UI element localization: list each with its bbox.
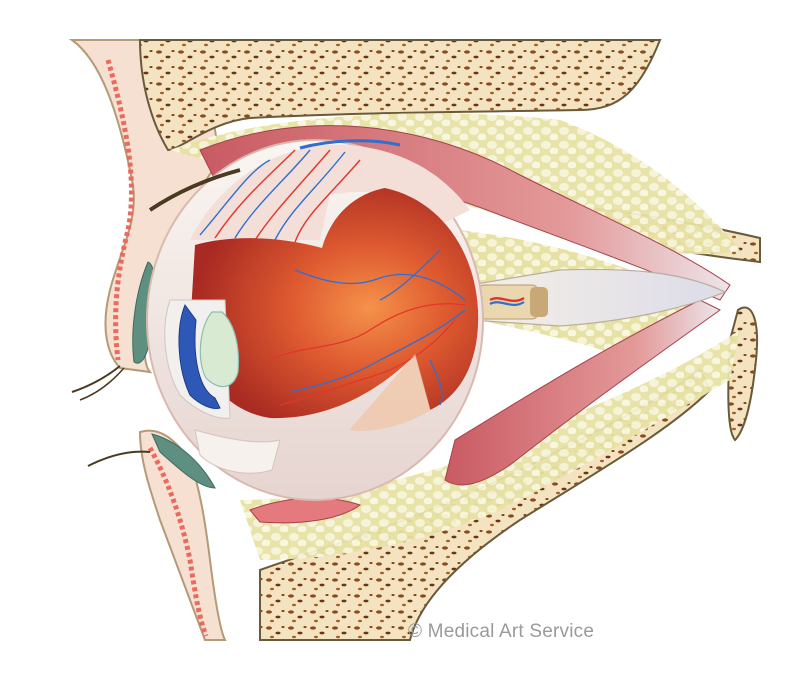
retina-interior xyxy=(190,188,479,419)
lens xyxy=(199,311,240,388)
iris xyxy=(178,303,221,409)
retinal-vessels xyxy=(269,249,466,406)
eyeball xyxy=(146,139,484,501)
copyright-watermark: © Medical Art Service xyxy=(408,621,595,642)
inferior-rectus-muscle xyxy=(444,299,721,486)
upper-eyelid-levator xyxy=(148,168,241,212)
inferior-oblique-muscle xyxy=(249,497,362,524)
optic-nerve xyxy=(469,268,727,327)
choroid-vessels xyxy=(199,139,401,243)
